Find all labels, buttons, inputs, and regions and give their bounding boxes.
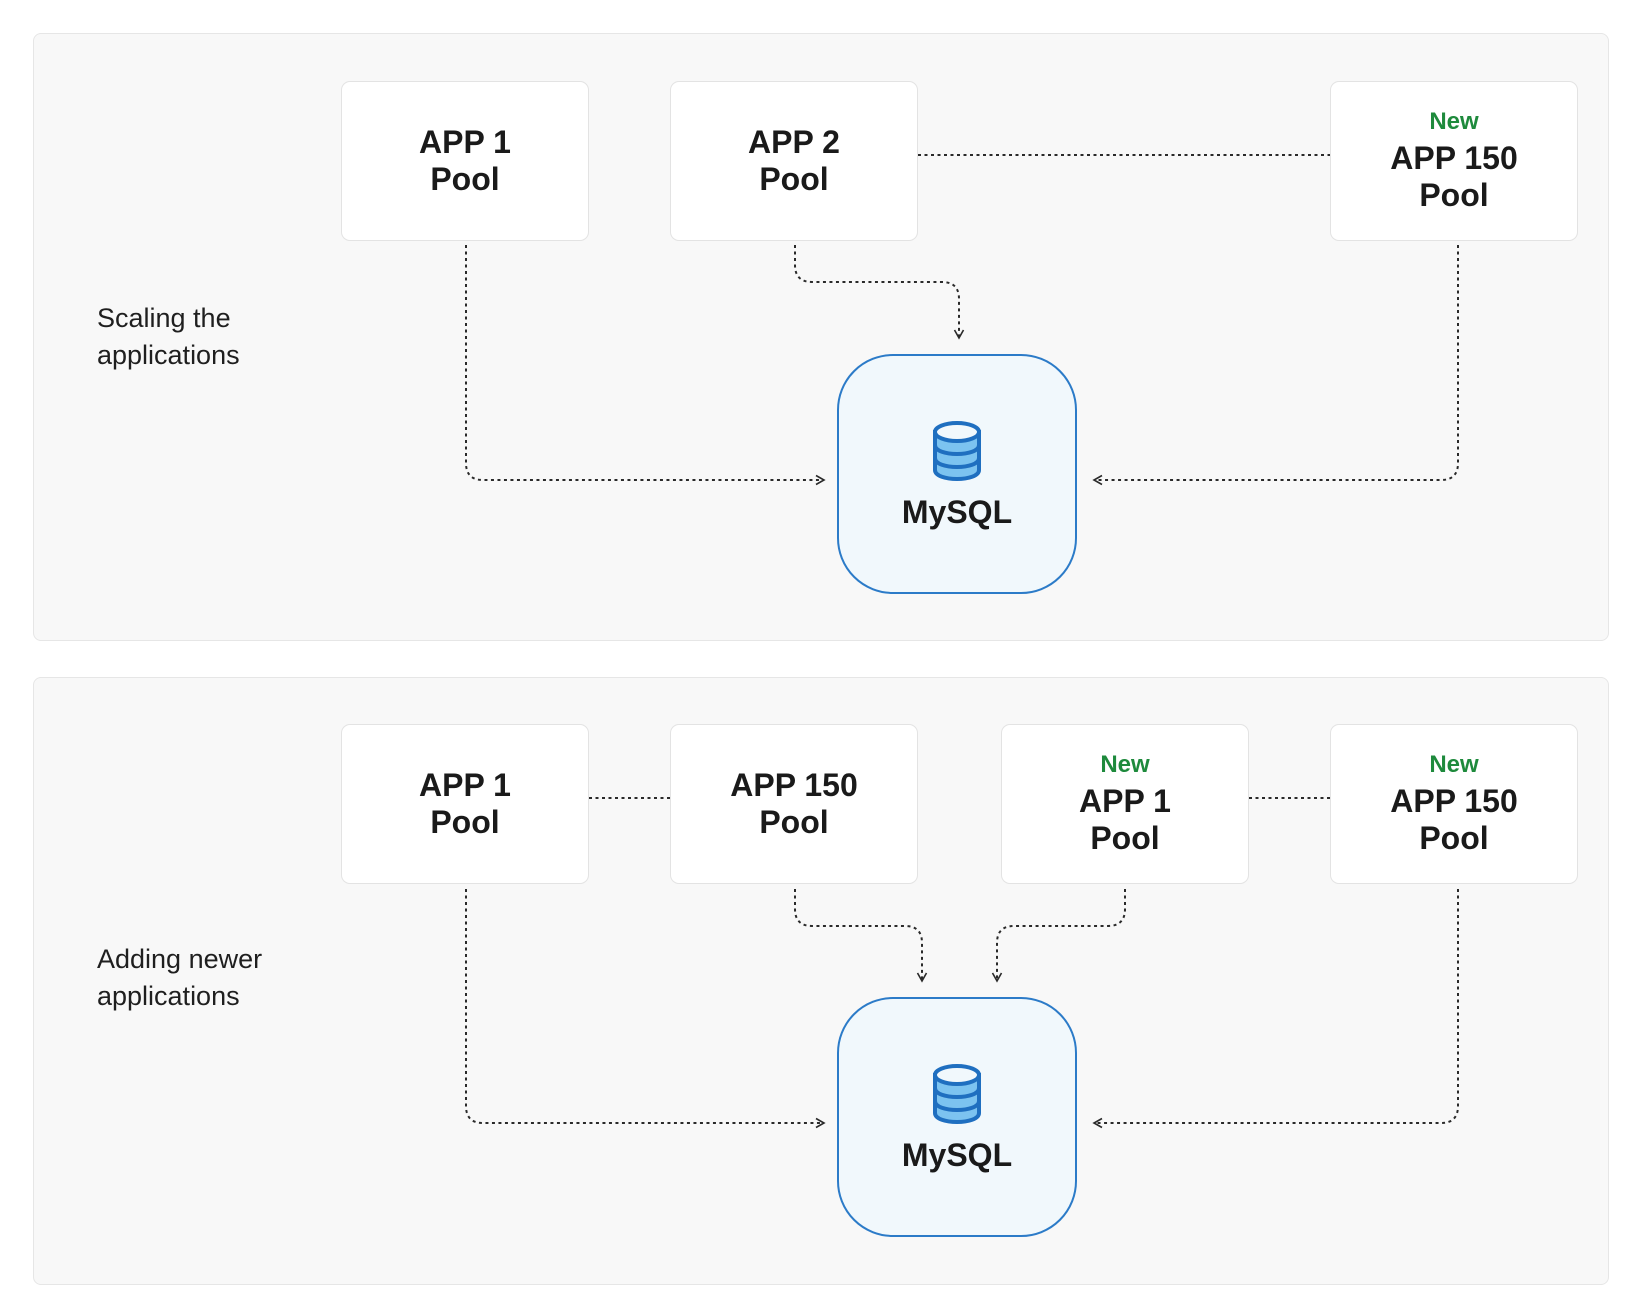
caption-line: applications [97, 340, 240, 370]
pool-name-line: APP 150 [1390, 783, 1518, 819]
mysql-database-box: MySQL [837, 997, 1077, 1237]
pool-name-line: Pool [1090, 820, 1160, 856]
pool-name-line: APP 1 [419, 767, 511, 803]
pool-name-line: APP 1 [1079, 783, 1171, 819]
pool-name-line: Pool [430, 804, 500, 840]
pool-name-line: Pool [430, 161, 500, 197]
new-app150-pool-box: New APP 150 Pool [1330, 724, 1578, 884]
new-badge: New [1429, 751, 1479, 778]
app150-pool-box-new: New APP 150 Pool [1330, 81, 1578, 241]
app1-pool-box: APP 1 Pool [341, 81, 589, 241]
app1-pool-box: APP 1 Pool [341, 724, 589, 884]
pool-name-line: APP 2 [748, 124, 840, 160]
caption-line: Adding newer [97, 944, 263, 974]
database-label: MySQL [901, 1137, 1013, 1173]
pool-name-line: Pool [759, 161, 829, 197]
new-badge: New [1429, 108, 1479, 135]
mysql-database-box: MySQL [837, 354, 1077, 594]
pool-name-line: Pool [759, 804, 829, 840]
section-caption-scaling: Scaling the applications [97, 300, 337, 374]
app150-pool-box: APP 150 Pool [670, 724, 918, 884]
section-caption-adding: Adding newer applications [97, 941, 337, 1015]
caption-line: applications [97, 981, 240, 1011]
pool-name-line: APP 150 [730, 767, 858, 803]
database-icon [933, 421, 981, 481]
caption-line: Scaling the [97, 303, 231, 333]
pool-name-line: APP 1 [419, 124, 511, 160]
app2-pool-box: APP 2 Pool [670, 81, 918, 241]
new-badge: New [1100, 751, 1150, 778]
pool-name-line: Pool [1419, 177, 1489, 213]
database-label: MySQL [901, 494, 1013, 530]
database-icon [933, 1064, 981, 1124]
new-app1-pool-box: New APP 1 Pool [1001, 724, 1249, 884]
pool-name-line: APP 150 [1390, 140, 1518, 176]
pool-name-line: Pool [1419, 820, 1489, 856]
